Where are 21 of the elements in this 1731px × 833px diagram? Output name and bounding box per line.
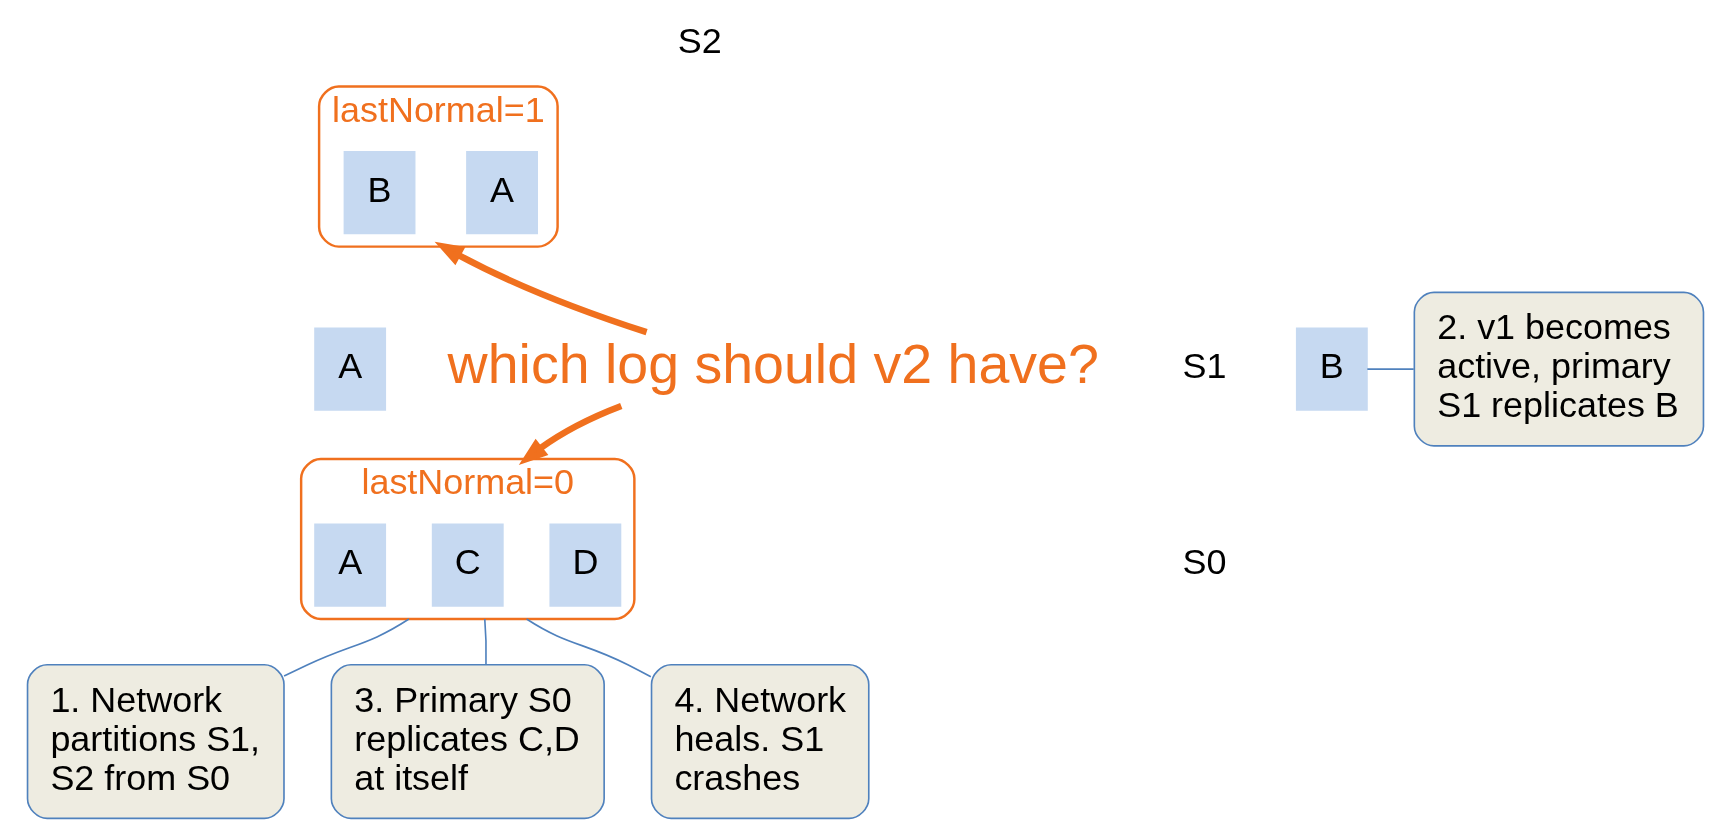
node-box: A <box>466 151 538 235</box>
node-box: 4. Network heals. S1 crashes <box>650 663 870 820</box>
connector <box>483 618 487 666</box>
connector <box>1366 368 1415 370</box>
node-box: A <box>314 327 387 411</box>
node-box: D <box>549 523 622 607</box>
node-box: C <box>431 523 504 607</box>
node-box: 3. Primary S0 replicates C,D at itself <box>330 663 605 820</box>
arrow <box>434 241 648 336</box>
node-box: 2. v1 becomes active, primary S1 replicates B <box>1413 291 1705 447</box>
connector <box>525 618 652 678</box>
label: S2 <box>677 20 722 62</box>
node-box: A <box>314 523 387 607</box>
label: S1 <box>1182 345 1227 387</box>
label: S0 <box>1182 541 1227 583</box>
arrow <box>518 402 623 466</box>
connector <box>283 618 410 677</box>
node-box: B <box>1295 327 1368 411</box>
node-text: which log should v2 have? <box>447 333 1099 396</box>
node-box: 1. Network partitions S1, S2 from S0 <box>26 663 285 820</box>
node-box: B <box>343 151 416 235</box>
